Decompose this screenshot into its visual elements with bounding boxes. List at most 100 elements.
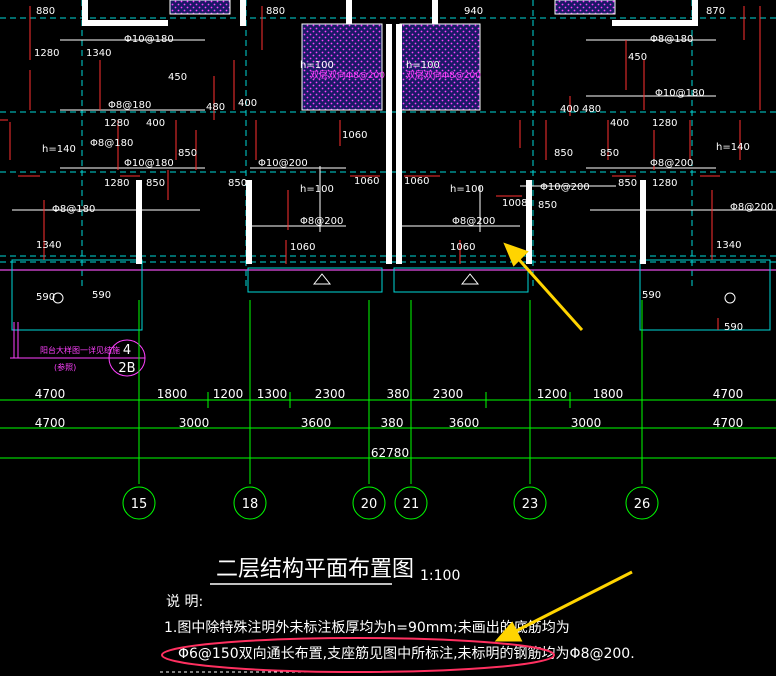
rebar-label: Φ10@200 xyxy=(540,182,590,193)
dimension-text: 1200 xyxy=(213,387,244,401)
dimension-text: 4700 xyxy=(713,416,744,430)
rebar-label: Φ10@180 xyxy=(124,158,174,169)
dim-label: 1280 xyxy=(34,48,59,59)
dimension-text: 1800 xyxy=(157,387,188,401)
dim-label: 1340 xyxy=(86,48,111,59)
axis-label: 15 xyxy=(131,497,148,512)
dimension-text: 4700 xyxy=(35,416,66,430)
dim-label: 590 xyxy=(36,292,55,303)
axis-grid-bubbles: 15 18 20 21 23 26 xyxy=(122,486,659,520)
dimension-text: 3600 xyxy=(301,416,332,430)
dim-label: 590 xyxy=(92,290,111,301)
dim-label: 1060 xyxy=(342,130,367,141)
dim-label: 850 xyxy=(618,178,637,189)
drawing-title: 二层结构平面布置图 xyxy=(216,557,414,582)
shaft-note: 双层双向Φ8@200 xyxy=(310,69,385,81)
rebar-label: Φ8@180 xyxy=(52,204,95,215)
dim-label: 450 xyxy=(628,52,647,63)
rebar-label: Φ8@200 xyxy=(730,202,773,213)
detail-label: 阳台大样图一详见结施 xyxy=(40,345,120,355)
dimension-text: 380 xyxy=(381,416,404,430)
overall-dimension: 62780 xyxy=(371,446,409,460)
dim-label: 400 xyxy=(610,118,629,129)
dimension-text: 1300 xyxy=(257,387,288,401)
dim-label: 480 xyxy=(582,104,601,115)
dim-label: 400 xyxy=(560,104,579,115)
dim-label: 1060 xyxy=(354,176,379,187)
dim-label: 850 xyxy=(554,148,573,159)
rebar-label: Φ8@180 xyxy=(108,100,151,111)
slab-thickness-label: h=140 xyxy=(716,142,750,153)
rebar-label: Φ8@200 xyxy=(650,158,693,169)
rebar-label: Φ8@200 xyxy=(452,216,495,227)
dimension-text: 1200 xyxy=(537,387,568,401)
dim-label: 400 xyxy=(238,98,257,109)
dim-label: 850 xyxy=(178,148,197,159)
axis-label: 21 xyxy=(403,497,420,512)
dimension-text: 4700 xyxy=(35,387,66,401)
rebar-label: Φ8@180 xyxy=(650,34,693,45)
dimension-text: 380 xyxy=(387,387,410,401)
dim-label: 1060 xyxy=(290,242,315,253)
dim-label: 850 xyxy=(538,200,557,211)
axis-label: 18 xyxy=(242,497,259,512)
dim-label: 400 xyxy=(146,118,165,129)
detail-sheet: 2B xyxy=(118,361,135,376)
axis-label: 20 xyxy=(361,497,378,512)
dim-label: 1280 xyxy=(104,178,129,189)
floor-plan: h=100 h=100 h=100 h=100 h=140 h=140 双层双向… xyxy=(0,0,776,377)
shaft-hatch-left xyxy=(301,23,383,111)
rebar-label: Φ10@200 xyxy=(258,158,308,169)
dim-label: 1340 xyxy=(716,240,741,251)
dim-label: 850 xyxy=(600,148,619,159)
dimension-lines: 4700 1800 1200 1300 2300 380 2300 1200 1… xyxy=(0,300,776,484)
dimension-text: 4700 xyxy=(713,387,744,401)
slab-thickness-label: h=140 xyxy=(42,144,76,155)
dim-label: 1280 xyxy=(652,178,677,189)
dim-label: 880 xyxy=(36,6,55,17)
dim-label: 480 xyxy=(206,102,225,113)
shaft-note: 双层双向Φ8@200 xyxy=(406,69,481,81)
slab-thickness-label: h=100 xyxy=(300,60,334,71)
dim-label: 1280 xyxy=(652,118,677,129)
rebar-label: Φ8@180 xyxy=(90,138,133,149)
notes-line-2: Φ6@150双向通长布置,支座筋见图中所标注,未标明的钢筋均为Φ8@200. xyxy=(178,645,635,662)
dim-label: 1060 xyxy=(404,176,429,187)
dim-label: 450 xyxy=(168,72,187,83)
dim-label: 850 xyxy=(146,178,165,189)
dim-label: 880 xyxy=(266,6,285,17)
notes-heading: 说 明: xyxy=(166,594,203,610)
highlight-ellipse xyxy=(161,637,555,673)
dim-label: 940 xyxy=(464,6,483,17)
dim-label: 590 xyxy=(724,322,743,333)
axis-label: 23 xyxy=(522,497,539,512)
rebar-label: Φ8@200 xyxy=(300,216,343,227)
drawing-scale: 1:100 xyxy=(420,568,460,584)
detail-number: 4 xyxy=(123,343,131,358)
title-block: 二层结构平面布置图 1:100 xyxy=(210,557,460,585)
detail-label-sub: (参照) xyxy=(54,362,76,372)
dim-label: 1008 xyxy=(502,198,527,209)
arrow-annotation xyxy=(509,570,633,636)
dim-label: 850 xyxy=(228,178,247,189)
slab-thickness-label: h=100 xyxy=(406,60,440,71)
slab-thickness-label: h=100 xyxy=(450,184,484,195)
dim-label: 1060 xyxy=(450,242,475,253)
dimension-text: 2300 xyxy=(433,387,464,401)
dim-label: 590 xyxy=(642,290,661,301)
dim-label: 1280 xyxy=(104,118,129,129)
rebar-label: Φ10@180 xyxy=(655,88,705,99)
dimension-text: 3000 xyxy=(179,416,210,430)
dim-label: 1340 xyxy=(36,240,61,251)
dimension-text: 2300 xyxy=(315,387,346,401)
arrow-annotation xyxy=(512,252,584,332)
dimension-text: 3000 xyxy=(571,416,602,430)
rebar-label: Φ10@180 xyxy=(124,34,174,45)
annotations xyxy=(161,242,633,673)
notes-line-1: 1.图中除特殊注明外未标注板厚均为h=90mm;未画出的底筋均为 xyxy=(164,619,570,636)
dim-label: 870 xyxy=(706,6,725,17)
slab-thickness-label: h=100 xyxy=(300,184,334,195)
dimension-text: 3600 xyxy=(449,416,480,430)
dimension-text: 1800 xyxy=(593,387,624,401)
